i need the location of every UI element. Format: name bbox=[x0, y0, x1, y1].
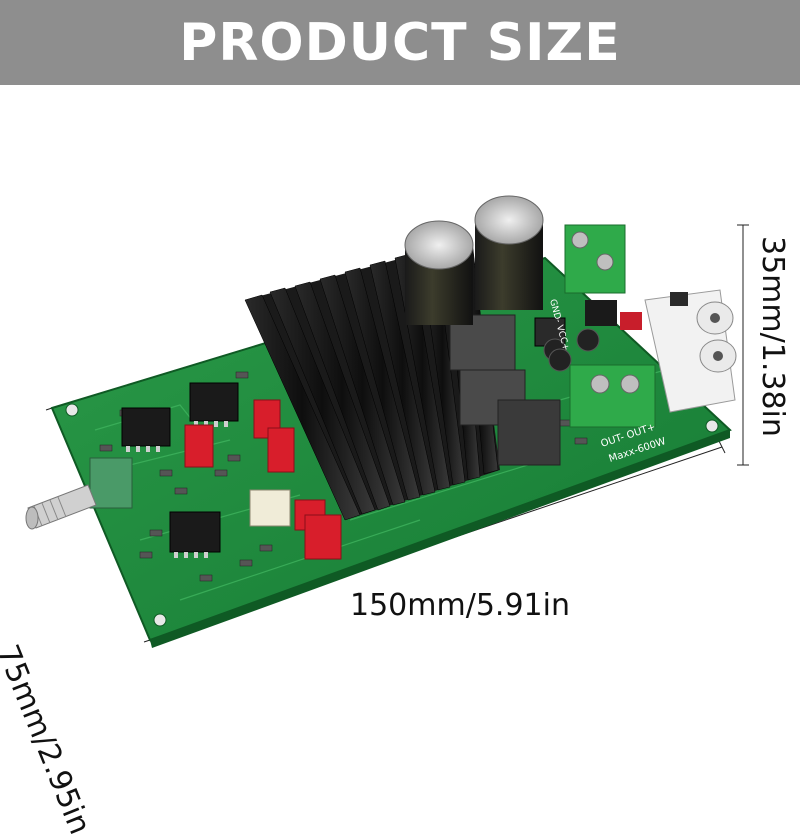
electrolytic-capacitors bbox=[404, 195, 544, 325]
speaker-output-terminal bbox=[569, 364, 656, 428]
banner-title: PRODUCT SIZE bbox=[179, 12, 621, 73]
title-banner: PRODUCT SIZE bbox=[0, 0, 800, 85]
product-photo: OUT- OUT+ Maxx-600W GND- VCC+ bbox=[25, 195, 749, 648]
red-led-component bbox=[620, 312, 642, 330]
opamp-chip-3 bbox=[169, 511, 221, 558]
rca-input-jacks bbox=[644, 289, 737, 413]
volume-potentiometer bbox=[25, 457, 133, 530]
power-input-terminal bbox=[564, 224, 626, 294]
relay bbox=[249, 489, 291, 527]
red-capacitors bbox=[184, 399, 342, 560]
opamp-chip-1 bbox=[121, 407, 171, 452]
height-dimension: 35mm/1.38in bbox=[755, 236, 790, 437]
small-capacitors bbox=[543, 328, 600, 372]
length-dimension: 150mm/5.91in bbox=[350, 588, 570, 623]
opamp-chip-2 bbox=[189, 382, 239, 427]
regulator-chip bbox=[585, 300, 617, 326]
